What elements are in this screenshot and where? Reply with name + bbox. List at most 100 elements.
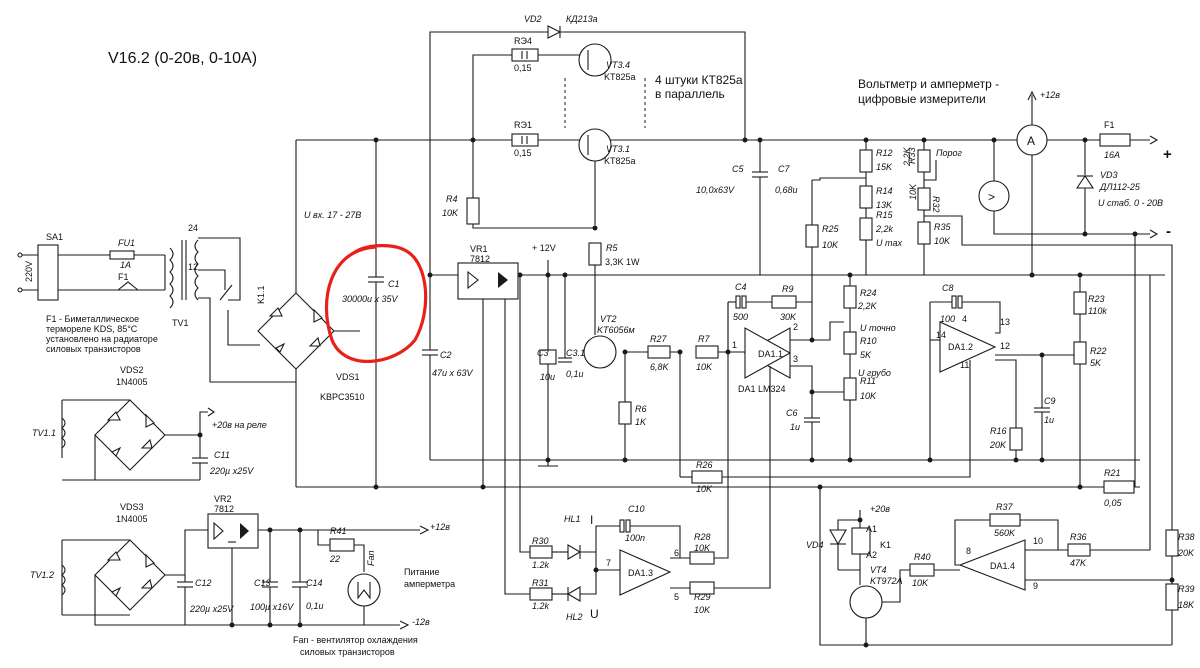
da1-label: DA1 LM324 [738, 384, 786, 394]
c14-label: C14 [306, 578, 323, 588]
vd4-label: VD4 [806, 540, 824, 550]
r14-value: 13K [876, 200, 893, 210]
c31-label: C3.1 [566, 348, 585, 358]
da12-pin11: 11 [960, 360, 969, 370]
da13-pin7: 7 [606, 558, 611, 568]
r33-value: 2,2K [902, 146, 912, 167]
c3-label: C3 [537, 348, 549, 358]
c1-label: C1 [388, 279, 400, 289]
f1b-label: F1 [1104, 120, 1115, 130]
tap12-label: 12 [188, 262, 198, 272]
vt34-label: VT3.4 [606, 60, 630, 70]
r39-label: R39 [1178, 584, 1195, 594]
c12-label: C12 [195, 578, 212, 588]
a2-label: A2 [866, 550, 877, 560]
r23-value: 110k [1088, 306, 1107, 316]
vds2-label: VDS2 [120, 365, 144, 375]
r39-value: 18K [1178, 600, 1195, 610]
r12-label: R12 [876, 148, 893, 158]
c14-value: 0,1u [306, 601, 324, 611]
r38-label: R38 [1178, 532, 1195, 542]
a1-label: A1 [866, 524, 877, 534]
re4-value: 0,15 [514, 63, 532, 73]
junction-dots [197, 137, 1175, 648]
fan-note-2: силовых транзисторов [300, 647, 395, 657]
r16-label: R16 [990, 426, 1007, 436]
c10-value: 100n [625, 533, 645, 543]
out-minus: - [1166, 223, 1171, 240]
r23-label: R23 [1088, 294, 1105, 304]
vds1-type: KBPC3510 [320, 392, 365, 402]
r22-label: R22 [1090, 346, 1107, 356]
c8-label: C8 [942, 283, 954, 293]
c5-label: C5 [732, 164, 744, 174]
r12-value: 15K [876, 162, 893, 172]
voltmeter-glyph: > [988, 190, 995, 204]
amm-supply-1: Питание [404, 567, 440, 577]
c9-value: 1u [1044, 415, 1054, 425]
vds3-label: VDS3 [120, 502, 144, 512]
c1-value: 30000u x 35V [342, 294, 399, 304]
c11-value: 220µ x25V [209, 466, 254, 476]
r11-label: R11 [860, 376, 876, 386]
note-parallel-2: в параллель [655, 87, 725, 101]
r5-label: R5 [606, 243, 618, 253]
p20v-label: +20в [870, 504, 890, 514]
sa1-label: SA1 [46, 232, 63, 242]
vt2-type: KT6056м [597, 325, 635, 335]
c31-value: 0,1u [566, 369, 584, 379]
vt4-type: KT972A [870, 576, 903, 586]
vr2-label: VR2 [214, 494, 232, 504]
r24-label: R24 [860, 288, 877, 298]
r41-value: 22 [329, 554, 340, 564]
r6-label: R6 [635, 404, 647, 414]
da13-label: DA1.3 [628, 568, 653, 578]
da11-pin3: 3 [793, 354, 798, 364]
vds3-type: 1N4005 [116, 514, 148, 524]
r36-value: 47K [1070, 558, 1087, 568]
out-plus: + [1163, 146, 1172, 163]
u-in-label: U вх. 17 - 27В [304, 210, 361, 220]
r36-label: R36 [1070, 532, 1087, 542]
r29-label: R29 [694, 592, 711, 602]
r21-label: R21 [1104, 468, 1121, 478]
c3-value: 10u [540, 372, 555, 382]
r29-value: 10K [694, 605, 711, 615]
c4-value: 500 [733, 312, 748, 322]
tap24-label: 24 [188, 223, 198, 233]
c2-value: 47u x 63V [432, 368, 474, 378]
c7-label: C7 [778, 164, 790, 174]
k11-label: K1.1 [256, 285, 266, 304]
hl2-label: HL2 [566, 612, 583, 622]
vr1-label: VR1 [470, 244, 488, 254]
r30-label: R30 [532, 536, 549, 546]
schematic-title: V16.2 (0-20в, 0-10А) [108, 50, 257, 67]
fu1-label: FU1 [118, 238, 135, 248]
r26-value: 10K [696, 484, 713, 494]
r30-value: 1.2k [532, 560, 550, 570]
re4-label: RЭ4 [514, 36, 532, 46]
note-parallel-1: 4 штуки КТ825а [655, 73, 743, 87]
p12-label: + 12V [532, 243, 556, 253]
c13-label: C13 [254, 578, 271, 588]
vr1-type: 7812 [470, 254, 490, 264]
re1-value: 0,15 [514, 148, 532, 158]
indicator-i: I [590, 513, 593, 527]
r35-label: R35 [934, 222, 952, 232]
da13-pin6: 6 [674, 548, 679, 558]
da12-pin4: 4 [962, 314, 967, 324]
da12-pin13: 13 [1000, 317, 1010, 327]
r24-value: 2,2K [857, 301, 878, 311]
r5-value: 3,3K 1W [605, 257, 640, 267]
c10-label: C10 [628, 504, 645, 514]
note-meters-1: Вольтметр и амперметр - [858, 77, 999, 91]
c6-value: 1u [790, 422, 800, 432]
da11-label: DA1.1 [758, 349, 783, 359]
porog-label: Порог [936, 148, 963, 158]
r10-value: 5K [860, 350, 872, 360]
vd3-type: ДЛ112-25 [1099, 182, 1141, 192]
r6-value: 1K [635, 417, 647, 427]
c7-value: 0,68u [775, 185, 798, 195]
da14-pin10: 10 [1033, 536, 1043, 546]
